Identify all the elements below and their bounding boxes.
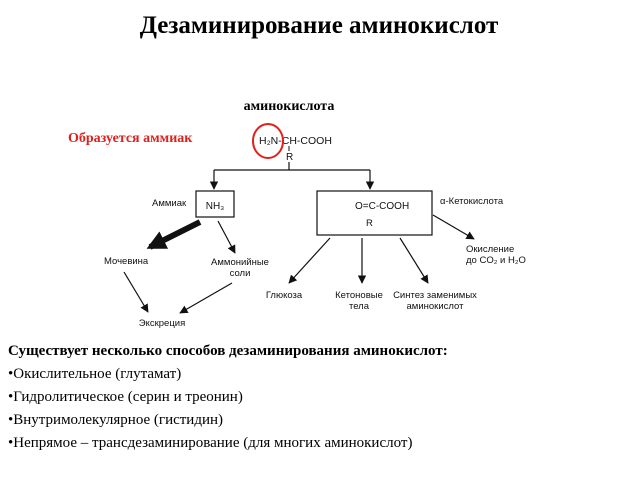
method-item-text: Внутримолекулярное (гистидин)	[13, 412, 224, 428]
ketone-bodies-label-line2: тела	[349, 301, 370, 312]
methods-lead: Существует несколько способов дезаминиро…	[8, 343, 448, 359]
arrow-to-ammonium-salts	[217, 220, 236, 254]
arrow-salts-to-excretion	[179, 282, 233, 314]
synthesis-label-line2: аминокислот	[407, 301, 465, 312]
deamination-diagram: аминокислота Образуется аммиак H₂N-CH-CO…	[68, 99, 526, 329]
arrow-to-glucose	[288, 237, 331, 284]
bullet-marker: •	[8, 389, 14, 405]
amino-acid-formula: H₂N-CH-COOH	[259, 135, 332, 147]
method-item: •Окислительное (глутамат)	[8, 363, 633, 386]
ketoacid-radical: R	[366, 218, 373, 229]
ketoacid-label: α-Кетокислота	[440, 196, 504, 207]
arrow-to-synthesis	[399, 237, 429, 284]
ammonium-salts-label-line1: Аммонийные	[211, 257, 269, 268]
ammonia-box	[195, 190, 235, 218]
ammonia-label: Аммиак	[152, 198, 187, 209]
bullet-marker: •	[8, 435, 14, 451]
slide-title: Дезаминирование аминокислот	[139, 12, 499, 39]
ammonia-formed-note: Образуется аммиак	[68, 131, 193, 146]
method-item: •Непрямое – трансдезаминирование (для мн…	[8, 432, 633, 455]
method-item-text: Окислительное (глутамат)	[13, 366, 182, 382]
amino-acid-label: аминокислота	[244, 99, 335, 114]
oxidation-label-line1: Окисление	[466, 244, 514, 255]
bullet-marker: •	[8, 366, 14, 382]
method-item-text: Непрямое – трансдезаминирование (для мно…	[13, 435, 413, 451]
method-item-text: Гидролитическое (серин и треонин)	[13, 389, 243, 405]
urea-label: Мочевина	[104, 256, 149, 267]
method-item: •Гидролитическое (серин и треонин)	[8, 386, 633, 409]
method-item: •Внутримолекулярное (гистидин)	[8, 409, 633, 432]
synthesis-label-line1: Синтез заменимых	[393, 290, 477, 301]
deamination-methods-text: Существует несколько способов дезаминиро…	[8, 340, 633, 455]
amine-group-highlight-circle	[252, 123, 284, 159]
ketoacid-formula: O=C-COOH	[355, 201, 409, 212]
arrow-to-oxidation	[432, 214, 475, 240]
glucose-label: Глюкоза	[266, 290, 303, 301]
arrow-to-urea	[146, 219, 202, 250]
ammonia-formula: NH₃	[206, 201, 225, 212]
ammonium-salts-label-line2: соли	[230, 268, 251, 279]
excretion-label: Экскреция	[139, 318, 185, 329]
ketone-bodies-label-line1: Кетоновые	[335, 290, 383, 301]
arrow-urea-to-excretion	[123, 271, 149, 313]
oxidation-label-line2: до CO₂ и H₂O	[466, 255, 526, 266]
ketoacid-box	[316, 190, 433, 236]
amino-acid-radical: R	[286, 152, 293, 163]
bullet-marker: •	[8, 412, 14, 428]
